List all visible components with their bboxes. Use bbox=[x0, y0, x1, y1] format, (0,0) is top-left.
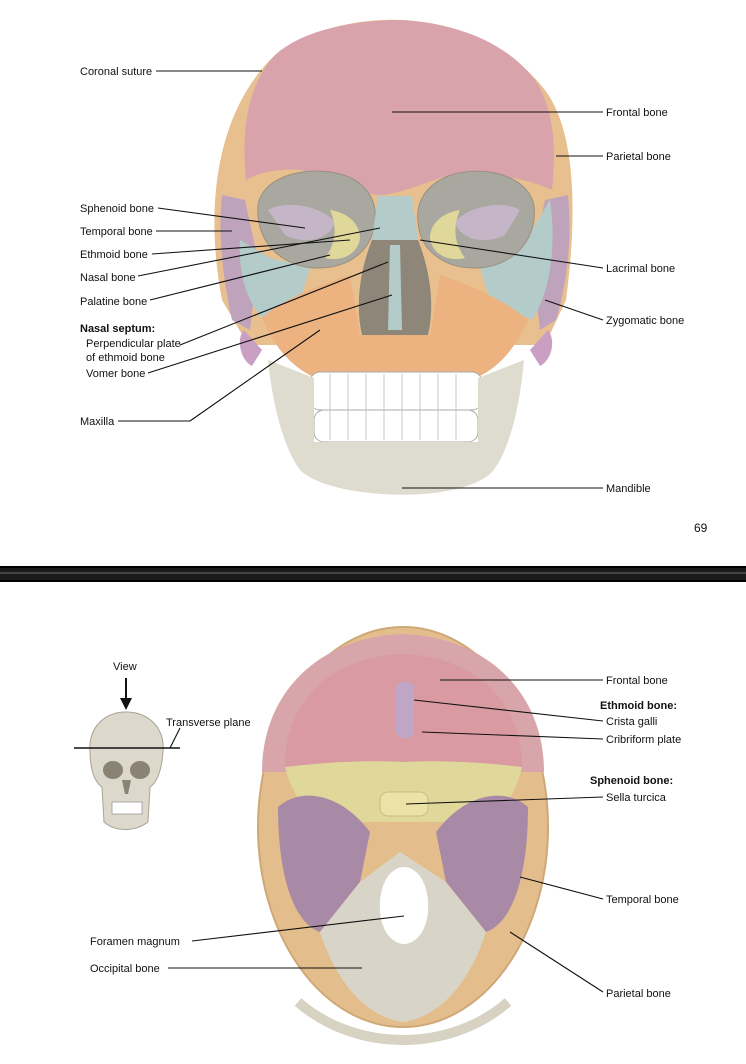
nasal-bone-shape bbox=[372, 196, 418, 240]
ethmoid-right-shape bbox=[430, 210, 465, 260]
anterior-skull-diagram: Coronal suture Frontal bone Parietal bon… bbox=[80, 19, 684, 495]
label-perpendicular-plate-2: of ethmoid bone bbox=[86, 352, 165, 364]
reference-orbit-right bbox=[130, 761, 150, 779]
slide-anterior-skull: Coronal suture Frontal bone Parietal bon… bbox=[80, 19, 708, 535]
label-occipital-bone: Occipital bone bbox=[90, 963, 160, 975]
label-foramen-magnum: Foramen magnum bbox=[90, 936, 180, 948]
label-frontal-bone: Frontal bone bbox=[606, 107, 668, 119]
cranial-floor-diagram: View Transverse plane Frontal bone Ethmo… bbox=[74, 626, 681, 1046]
leader-lines-cranial-floor bbox=[168, 679, 604, 993]
label-nasal-septum: Nasal septum: bbox=[80, 323, 155, 335]
view-arrow-head bbox=[120, 698, 132, 710]
label-temporal-bone-floor: Temporal bone bbox=[606, 894, 679, 906]
reference-orbit-left bbox=[103, 761, 123, 779]
label-vomer-bone: Vomer bone bbox=[86, 368, 145, 380]
label-zygomatic-bone: Zygomatic bone bbox=[606, 315, 684, 327]
label-perpendicular-plate-1: Perpendicular plate bbox=[86, 338, 181, 350]
temporal-left-floor bbox=[278, 795, 370, 932]
ear-left bbox=[239, 330, 262, 366]
temporal-left-shape bbox=[220, 195, 258, 330]
reference-skull bbox=[89, 711, 164, 830]
tooth-gaps bbox=[329, 374, 457, 440]
label-parietal-bone-floor: Parietal bone bbox=[606, 988, 671, 1000]
foramen-magnum-shape bbox=[379, 867, 429, 944]
label-ethmoid-bone: Ethmoid bone bbox=[80, 249, 148, 261]
label-ethmoid-bone-floor: Ethmoid bone: bbox=[600, 700, 677, 712]
ear-right bbox=[530, 330, 553, 366]
label-parietal-bone: Parietal bone bbox=[606, 151, 671, 163]
label-view: View bbox=[113, 661, 137, 673]
label-cribriform-plate: Cribriform plate bbox=[606, 734, 681, 746]
label-crista-galli: Crista galli bbox=[606, 716, 657, 728]
sphenoid-in-orbit-left bbox=[268, 204, 335, 241]
sphenoid-in-orbit-right bbox=[455, 204, 520, 241]
reference-nose bbox=[122, 780, 131, 794]
label-mandible: Mandible bbox=[606, 483, 651, 495]
mandible-shape bbox=[268, 360, 524, 495]
reference-teeth bbox=[111, 801, 143, 815]
label-palatine-bone: Palatine bone bbox=[80, 296, 147, 308]
label-nasal-bone: Nasal bone bbox=[80, 272, 136, 284]
parietal-bottom-rim bbox=[294, 998, 512, 1046]
label-sphenoid-bone-floor: Sphenoid bone: bbox=[590, 775, 673, 787]
page-number: 69 bbox=[694, 521, 708, 535]
label-temporal-bone: Temporal bone bbox=[80, 226, 153, 238]
nasal-septum-shape bbox=[388, 245, 402, 330]
label-frontal-bone-floor: Frontal bone bbox=[606, 675, 668, 687]
frontal-bone-shape bbox=[244, 20, 554, 195]
label-lacrimal-bone: Lacrimal bone bbox=[606, 263, 675, 275]
label-sphenoid-bone: Sphenoid bone bbox=[80, 203, 154, 215]
slide-divider bbox=[0, 566, 746, 582]
temporal-right-floor bbox=[436, 795, 528, 932]
sella-turcica-shape bbox=[379, 791, 429, 817]
ethmoid-left-shape bbox=[325, 210, 360, 260]
label-sella-turcica: Sella turcica bbox=[606, 792, 667, 804]
lower-teeth bbox=[313, 409, 479, 443]
crista-galli-shape bbox=[396, 682, 414, 738]
maxilla-shape bbox=[262, 275, 528, 380]
slide-cranial-floor: View Transverse plane Frontal bone Ethmo… bbox=[0, 582, 746, 1064]
label-coronal-suture: Coronal suture bbox=[80, 66, 152, 78]
zygomatic-right-shape bbox=[480, 200, 553, 320]
leader-lines-anterior bbox=[118, 70, 604, 489]
label-transverse-plane: Transverse plane bbox=[166, 717, 251, 729]
label-maxilla: Maxilla bbox=[80, 416, 115, 428]
